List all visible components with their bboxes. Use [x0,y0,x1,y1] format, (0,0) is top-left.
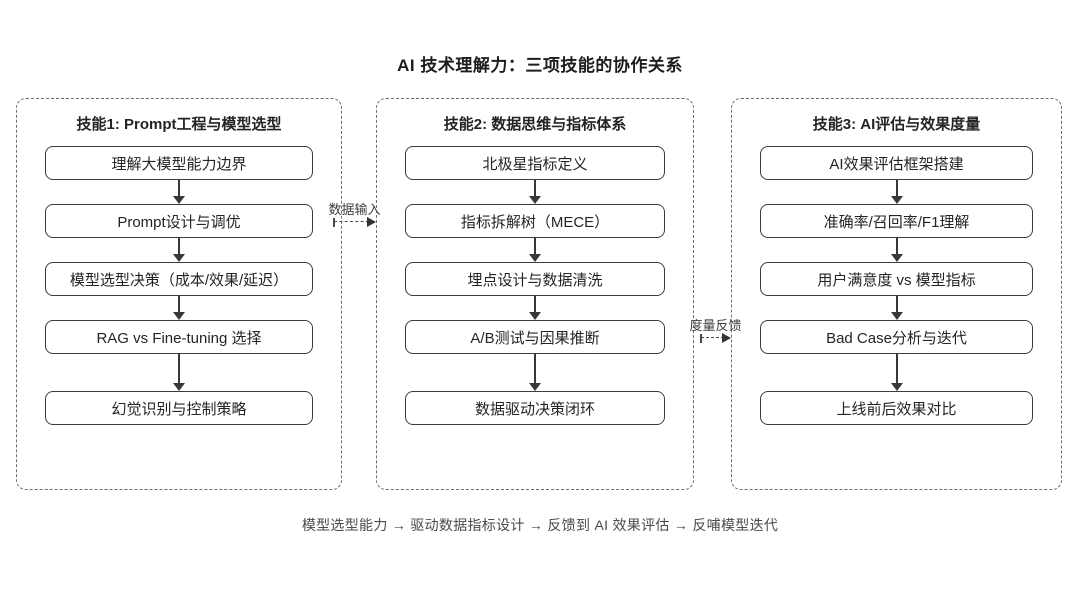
arrow-down-icon [529,296,541,320]
arrow-down-icon [529,238,541,262]
panel-skill-1-header: 技能1: Prompt工程与模型选型 [76,116,282,133]
panel-skill-3-header: 技能3: AI评估与效果度量 [812,116,981,133]
arrow-down-icon [529,354,541,391]
arrow-down-icon [173,354,185,391]
dashed-arrow-right-icon [333,216,376,228]
page-title: AI 技术理解力：三项技能的协作关系 [397,56,683,75]
flow-node: 埋点设计与数据清洗 [405,262,665,296]
connector-measure-feedback: 度量反馈 [689,315,742,345]
panel-skill-2-header: 技能2: 数据思维与指标体系 [443,116,627,133]
panel-skill-3: 技能3: AI评估与效果度量 AI效果评估框架搭建 准确率/召回率/F1理解 用… [731,98,1062,490]
flow-node: 指标拆解树（MECE） [405,204,665,238]
flow-node: 理解大模型能力边界 [45,146,313,180]
arrow-down-icon [173,180,185,204]
panel-skill-2: 技能2: 数据思维与指标体系 北极星指标定义 指标拆解树（MECE） 埋点设计与… [376,98,694,490]
arrow-down-icon [173,238,185,262]
connector-data-input: 数据输入 [328,199,381,229]
arrow-down-icon [890,296,903,320]
connector-label: 数据输入 [328,202,381,217]
flow-node: Prompt设计与调优 [45,204,313,238]
dashed-arrow-right-icon [700,332,731,344]
flow-node: 上线前后效果对比 [760,391,1033,425]
flow-node: Bad Case分析与迭代 [760,320,1033,354]
flow-node: A/B测试与因果推断 [405,320,665,354]
arrow-down-icon [529,180,541,204]
flow-node: 准确率/召回率/F1理解 [760,204,1033,238]
flow-node: RAG vs Fine-tuning 选择 [45,320,313,354]
arrow-down-icon [890,180,903,204]
panel-skill-1: 技能1: Prompt工程与模型选型 理解大模型能力边界 Prompt设计与调优… [16,98,342,490]
flow-node: 北极星指标定义 [405,146,665,180]
arrow-down-icon [173,296,185,320]
arrow-down-icon [890,354,903,391]
connector-label: 度量反馈 [689,318,742,333]
flow-node: 模型选型决策（成本/效果/延迟） [45,262,313,296]
flow-node: 用户满意度 vs 模型指标 [760,262,1033,296]
flow-summary: 模型选型能力 → 驱动数据指标设计 → 反馈到 AI 效果评估 → 反哺模型迭代 [301,517,779,533]
flow-node: AI效果评估框架搭建 [760,146,1033,180]
flow-node: 数据驱动决策闭环 [405,391,665,425]
flow-node: 幻觉识别与控制策略 [45,391,313,425]
arrow-down-icon [890,238,903,262]
